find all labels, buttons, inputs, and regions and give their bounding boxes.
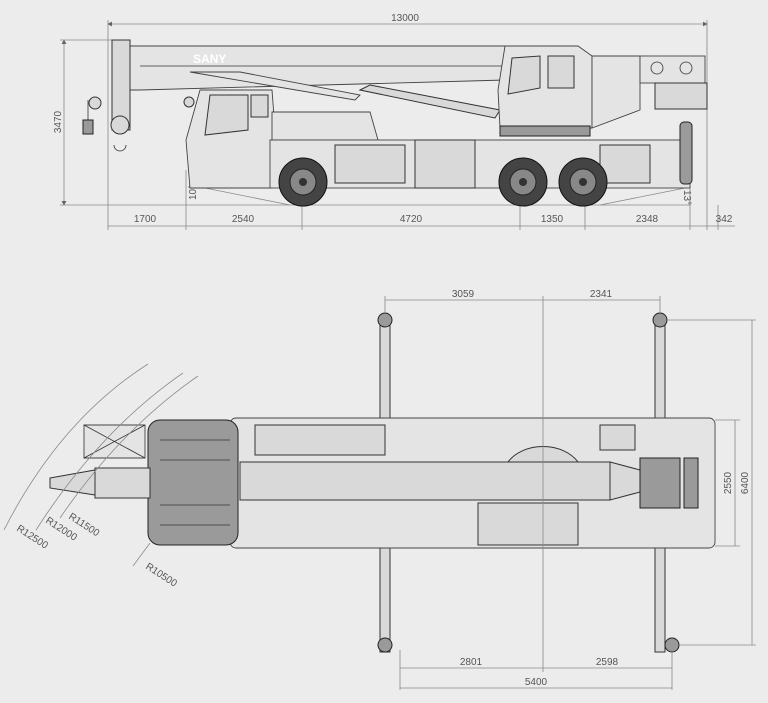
boom-plan: [239, 461, 611, 501]
radius-label: R10500: [143, 561, 179, 590]
segment-label: 2348: [636, 214, 659, 225]
segment-label: 2540: [232, 214, 255, 225]
bottom-dimension-label: 2801: [460, 657, 483, 668]
top-dimension-label: 3059: [452, 289, 475, 300]
counterweight: [591, 55, 708, 129]
engine-cover: [271, 111, 379, 141]
departure-angle-label: 13°: [681, 190, 692, 205]
outrigger-span-label: 5400: [525, 677, 548, 688]
plan-view: R12500 R12000 R11500 R10500 3059 2341 25…: [3, 289, 756, 690]
telescopic-boom: SANY: [119, 45, 506, 119]
top-dimension-label: 2341: [590, 289, 613, 300]
wheels: [278, 157, 608, 207]
segment-label: 4720: [400, 214, 423, 225]
hook-block: [82, 39, 131, 152]
bottom-dimension-chain: 1700 2540 4720 1350 2348 342: [108, 170, 735, 230]
segment-label: 1700: [134, 214, 157, 225]
radius-label: R12500: [14, 523, 50, 552]
brand-logo: SANY: [193, 52, 226, 66]
width-label: 2550: [723, 471, 734, 494]
carrier-cab: [183, 89, 276, 189]
segment-label: 342: [716, 214, 733, 225]
bottom-dimension-label: 2598: [596, 657, 619, 668]
segment-label: 1350: [541, 214, 564, 225]
outrigger-width-label: 6400: [740, 471, 751, 494]
side-view: 13000 3470 1700 2540 4720 1350 2348 342 …: [53, 13, 735, 230]
overall-length-label: 13000: [391, 13, 419, 24]
overall-height-label: 3470: [53, 110, 64, 133]
crane-operator-cab: [497, 45, 593, 137]
cab-plan: [147, 419, 239, 546]
approach-angle-label: 10°: [188, 185, 199, 200]
